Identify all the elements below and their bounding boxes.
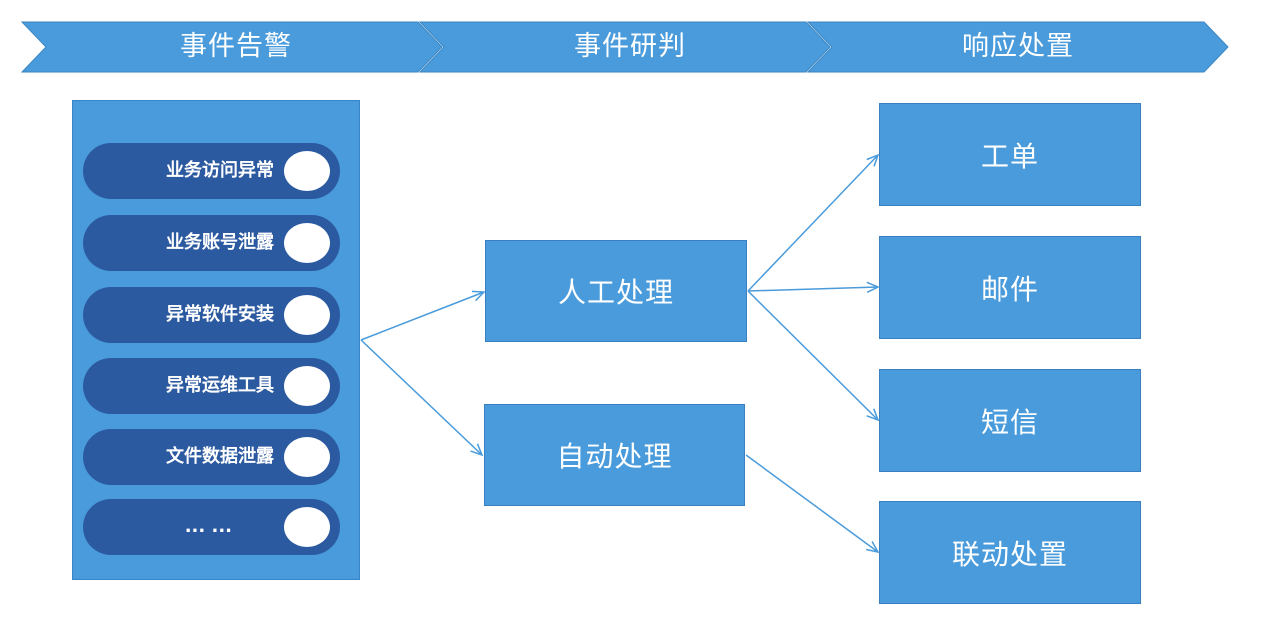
- alert-item: 业务账号泄露: [83, 215, 340, 271]
- alert-item: 文件数据泄露: [83, 429, 340, 485]
- stage-chevron-2: [418, 21, 831, 73]
- alert-panel: 业务访问异常 业务账号泄露 异常软件安装 异常运维工具 文件数据泄露 ... .…: [72, 100, 360, 580]
- stage-label-alert: 事件告警: [180, 31, 292, 62]
- toggle-knob: [284, 223, 330, 263]
- response-box-email: 邮件: [879, 236, 1141, 339]
- auto-handling-box: 自动处理: [484, 404, 745, 506]
- alert-item: ... ...: [83, 499, 340, 555]
- manual-handling-box: 人工处理: [485, 240, 747, 342]
- stage-label-response: 响应处置: [962, 31, 1074, 62]
- alert-item-label: 文件数据泄露: [166, 446, 274, 467]
- alert-item: 异常运维工具: [83, 358, 340, 414]
- toggle-knob: [284, 295, 330, 335]
- alert-item: 业务访问异常: [83, 143, 340, 199]
- stage-chevron-3: [806, 21, 1229, 73]
- toggle-knob: [284, 366, 330, 406]
- toggle-knob: [284, 151, 330, 191]
- alert-item-label: ... ...: [184, 516, 232, 537]
- alert-item-label: 异常运维工具: [166, 375, 274, 396]
- response-box-sms: 短信: [879, 369, 1141, 472]
- toggle-knob: [284, 507, 330, 547]
- stage-label-analysis: 事件研判: [574, 31, 686, 62]
- response-box-ticket: 工单: [879, 103, 1141, 206]
- toggle-knob: [284, 437, 330, 477]
- alert-item-label: 业务访问异常: [166, 160, 274, 181]
- alert-item: 异常软件安装: [83, 287, 340, 343]
- stage-chevron-1: [20, 21, 443, 73]
- response-box-linkage: 联动处置: [879, 501, 1141, 604]
- alert-item-label: 业务账号泄露: [166, 232, 274, 253]
- alert-item-label: 异常软件安装: [166, 304, 274, 325]
